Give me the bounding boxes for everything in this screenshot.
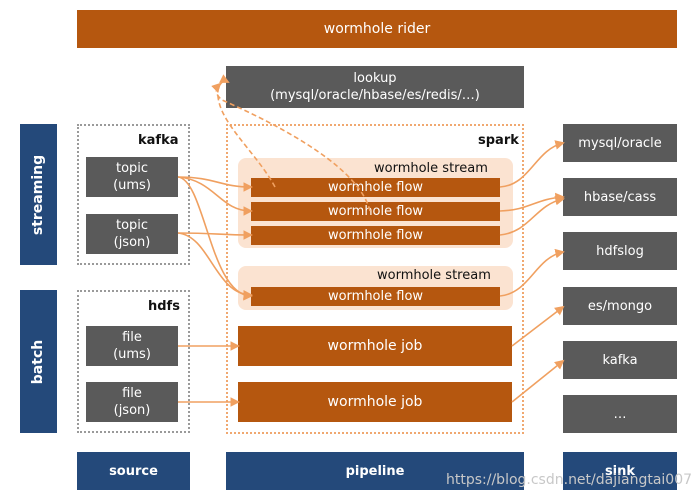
hdfs-container [77,290,190,433]
file-json-line2: (json) [113,403,151,418]
wormhole-stream-1-label: wormhole stream [374,161,488,176]
arrow-flow-lookup-1 [217,74,276,188]
arrow-flow2-hbase [499,192,565,212]
arrow-flow1-mysql [499,140,565,188]
wormhole-flow-4: wormhole flow [251,287,500,306]
top-bar: wormhole rider [77,10,677,48]
file-ums-line1: file [122,330,142,345]
topic-ums-box: topic (ums) [86,157,178,197]
arrow-topic-ums-flow1 [177,176,253,192]
sink-hdfslog: hdfslog [563,232,677,270]
watermark-text: https://blog.csdn.net/dajiangtai007 [446,472,693,488]
sink-more: … [563,395,677,433]
topic-json-box: topic (json) [86,214,178,254]
streaming-side-label: streaming [20,124,57,265]
spark-label: spark [478,133,519,148]
wormhole-job-1: wormhole job [238,326,512,366]
wormhole-stream-2-label: wormhole stream [377,268,491,283]
lookup-title: lookup [353,71,397,86]
arrow-flow-lookup-2 [211,82,371,212]
hdfs-label: hdfs [148,299,180,314]
bottom-source: source [77,452,190,490]
sink-hbase-cass: hbase/cass [563,178,677,216]
topic-json-line2: (json) [113,235,151,250]
topic-json-line1: topic [115,218,149,233]
lookup-box: lookup (mysql/oracle/hbase/es/redis/…) [226,66,524,108]
file-ums-box: file (ums) [86,326,178,366]
file-ums-line2: (ums) [113,347,151,362]
bottom-sink: sink [563,452,677,490]
topic-ums-line1: topic [115,161,149,176]
arrow-topic-json-flow3 [177,230,253,240]
batch-side-label: batch [20,290,57,433]
topic-ums-line2: (ums) [113,178,151,193]
bottom-pipeline: pipeline [226,452,524,490]
wormhole-flow-3: wormhole flow [251,226,500,245]
sink-mysql-oracle: mysql/oracle [563,124,677,162]
wormhole-job-2: wormhole job [238,382,512,422]
file-json-line1: file [122,386,142,401]
arrow-job2-kafka [511,359,565,403]
wormhole-flow-1: wormhole flow [251,178,500,197]
arrow-flow4-hdfslog [499,248,565,297]
arrow-topic-ums-flow2 [177,176,253,216]
sink-es-mongo: es/mongo [563,287,677,325]
wormhole-flow-2: wormhole flow [251,202,500,221]
kafka-label: kafka [138,133,179,148]
file-json-box: file (json) [86,382,178,422]
arrow-job1-esmongo [511,305,565,347]
arrow-topic-json-flow4 [177,232,253,300]
kafka-container [77,124,190,265]
arrow-flow3-hbase [499,195,565,236]
lookup-targets: (mysql/oracle/hbase/es/redis/…) [270,88,480,103]
sink-kafka: kafka [563,341,677,379]
